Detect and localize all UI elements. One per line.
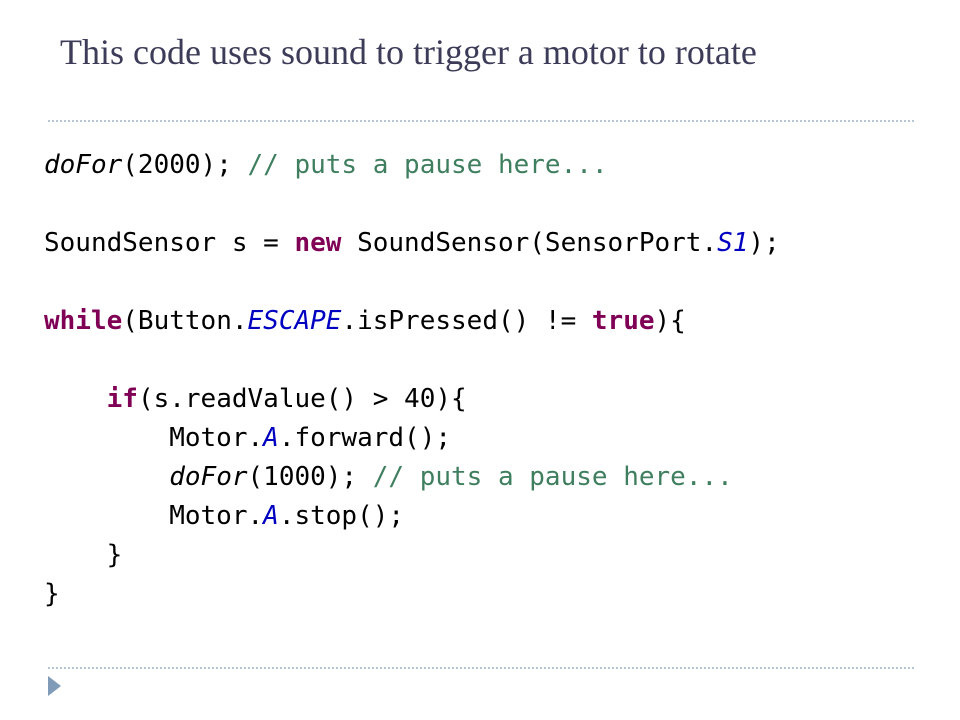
bottom-divider	[48, 667, 914, 669]
code-static-field: S1	[717, 228, 749, 258]
code-token: Motor.	[44, 423, 264, 453]
code-line	[44, 263, 780, 302]
code-static-field: A	[263, 501, 279, 531]
code-token: (Button.	[122, 306, 248, 336]
code-line: if(s.readValue() > 40){	[44, 380, 780, 419]
code-line: SoundSensor s = new SoundSensor(SensorPo…	[44, 224, 780, 263]
code-token: .stop();	[278, 501, 405, 531]
slide-title: This code uses sound to trigger a motor …	[60, 32, 757, 72]
code-keyword: new	[294, 228, 342, 258]
code-line	[44, 185, 780, 224]
code-token: doFor	[169, 462, 248, 492]
code-line: Motor.A.forward();	[44, 419, 780, 458]
code-token: .isPressed() !=	[341, 306, 592, 336]
code-token: );	[748, 228, 780, 258]
code-keyword: true	[591, 306, 655, 336]
code-token: (s.readValue() > 40){	[137, 384, 467, 414]
code-token: }	[44, 540, 123, 570]
code-token: Motor.	[44, 501, 264, 531]
code-line: doFor(1000); // puts a pause here...	[44, 458, 780, 497]
code-comment: // puts a pause here...	[372, 462, 733, 492]
code-token: (1000);	[247, 462, 373, 492]
code-token: (2000);	[122, 150, 248, 180]
code-token: doFor	[44, 150, 123, 180]
code-line	[44, 341, 780, 380]
code-keyword: if	[106, 384, 138, 414]
code-comment: // puts a pause here...	[247, 150, 608, 180]
code-line: doFor(2000); // puts a pause here...	[44, 146, 780, 185]
code-token: SoundSensor s =	[44, 228, 295, 258]
code-token: ){	[654, 306, 686, 336]
code-token: SoundSensor(SensorPort.	[341, 228, 718, 258]
code-token	[44, 384, 107, 414]
code-token	[44, 462, 169, 492]
code-keyword: while	[44, 306, 123, 336]
code-line: while(Button.ESCAPE.isPressed() != true)…	[44, 302, 780, 341]
slide-bullet-icon	[48, 676, 61, 696]
code-static-field: A	[263, 423, 279, 453]
code-token: .forward();	[278, 423, 451, 453]
code-block: doFor(2000); // puts a pause here...Soun…	[44, 146, 780, 614]
code-line: Motor.A.stop();	[44, 497, 780, 536]
code-token: }	[44, 579, 60, 609]
top-divider	[48, 120, 914, 122]
code-line: }	[44, 575, 780, 614]
code-static-field: ESCAPE	[247, 306, 342, 336]
code-line: }	[44, 536, 780, 575]
